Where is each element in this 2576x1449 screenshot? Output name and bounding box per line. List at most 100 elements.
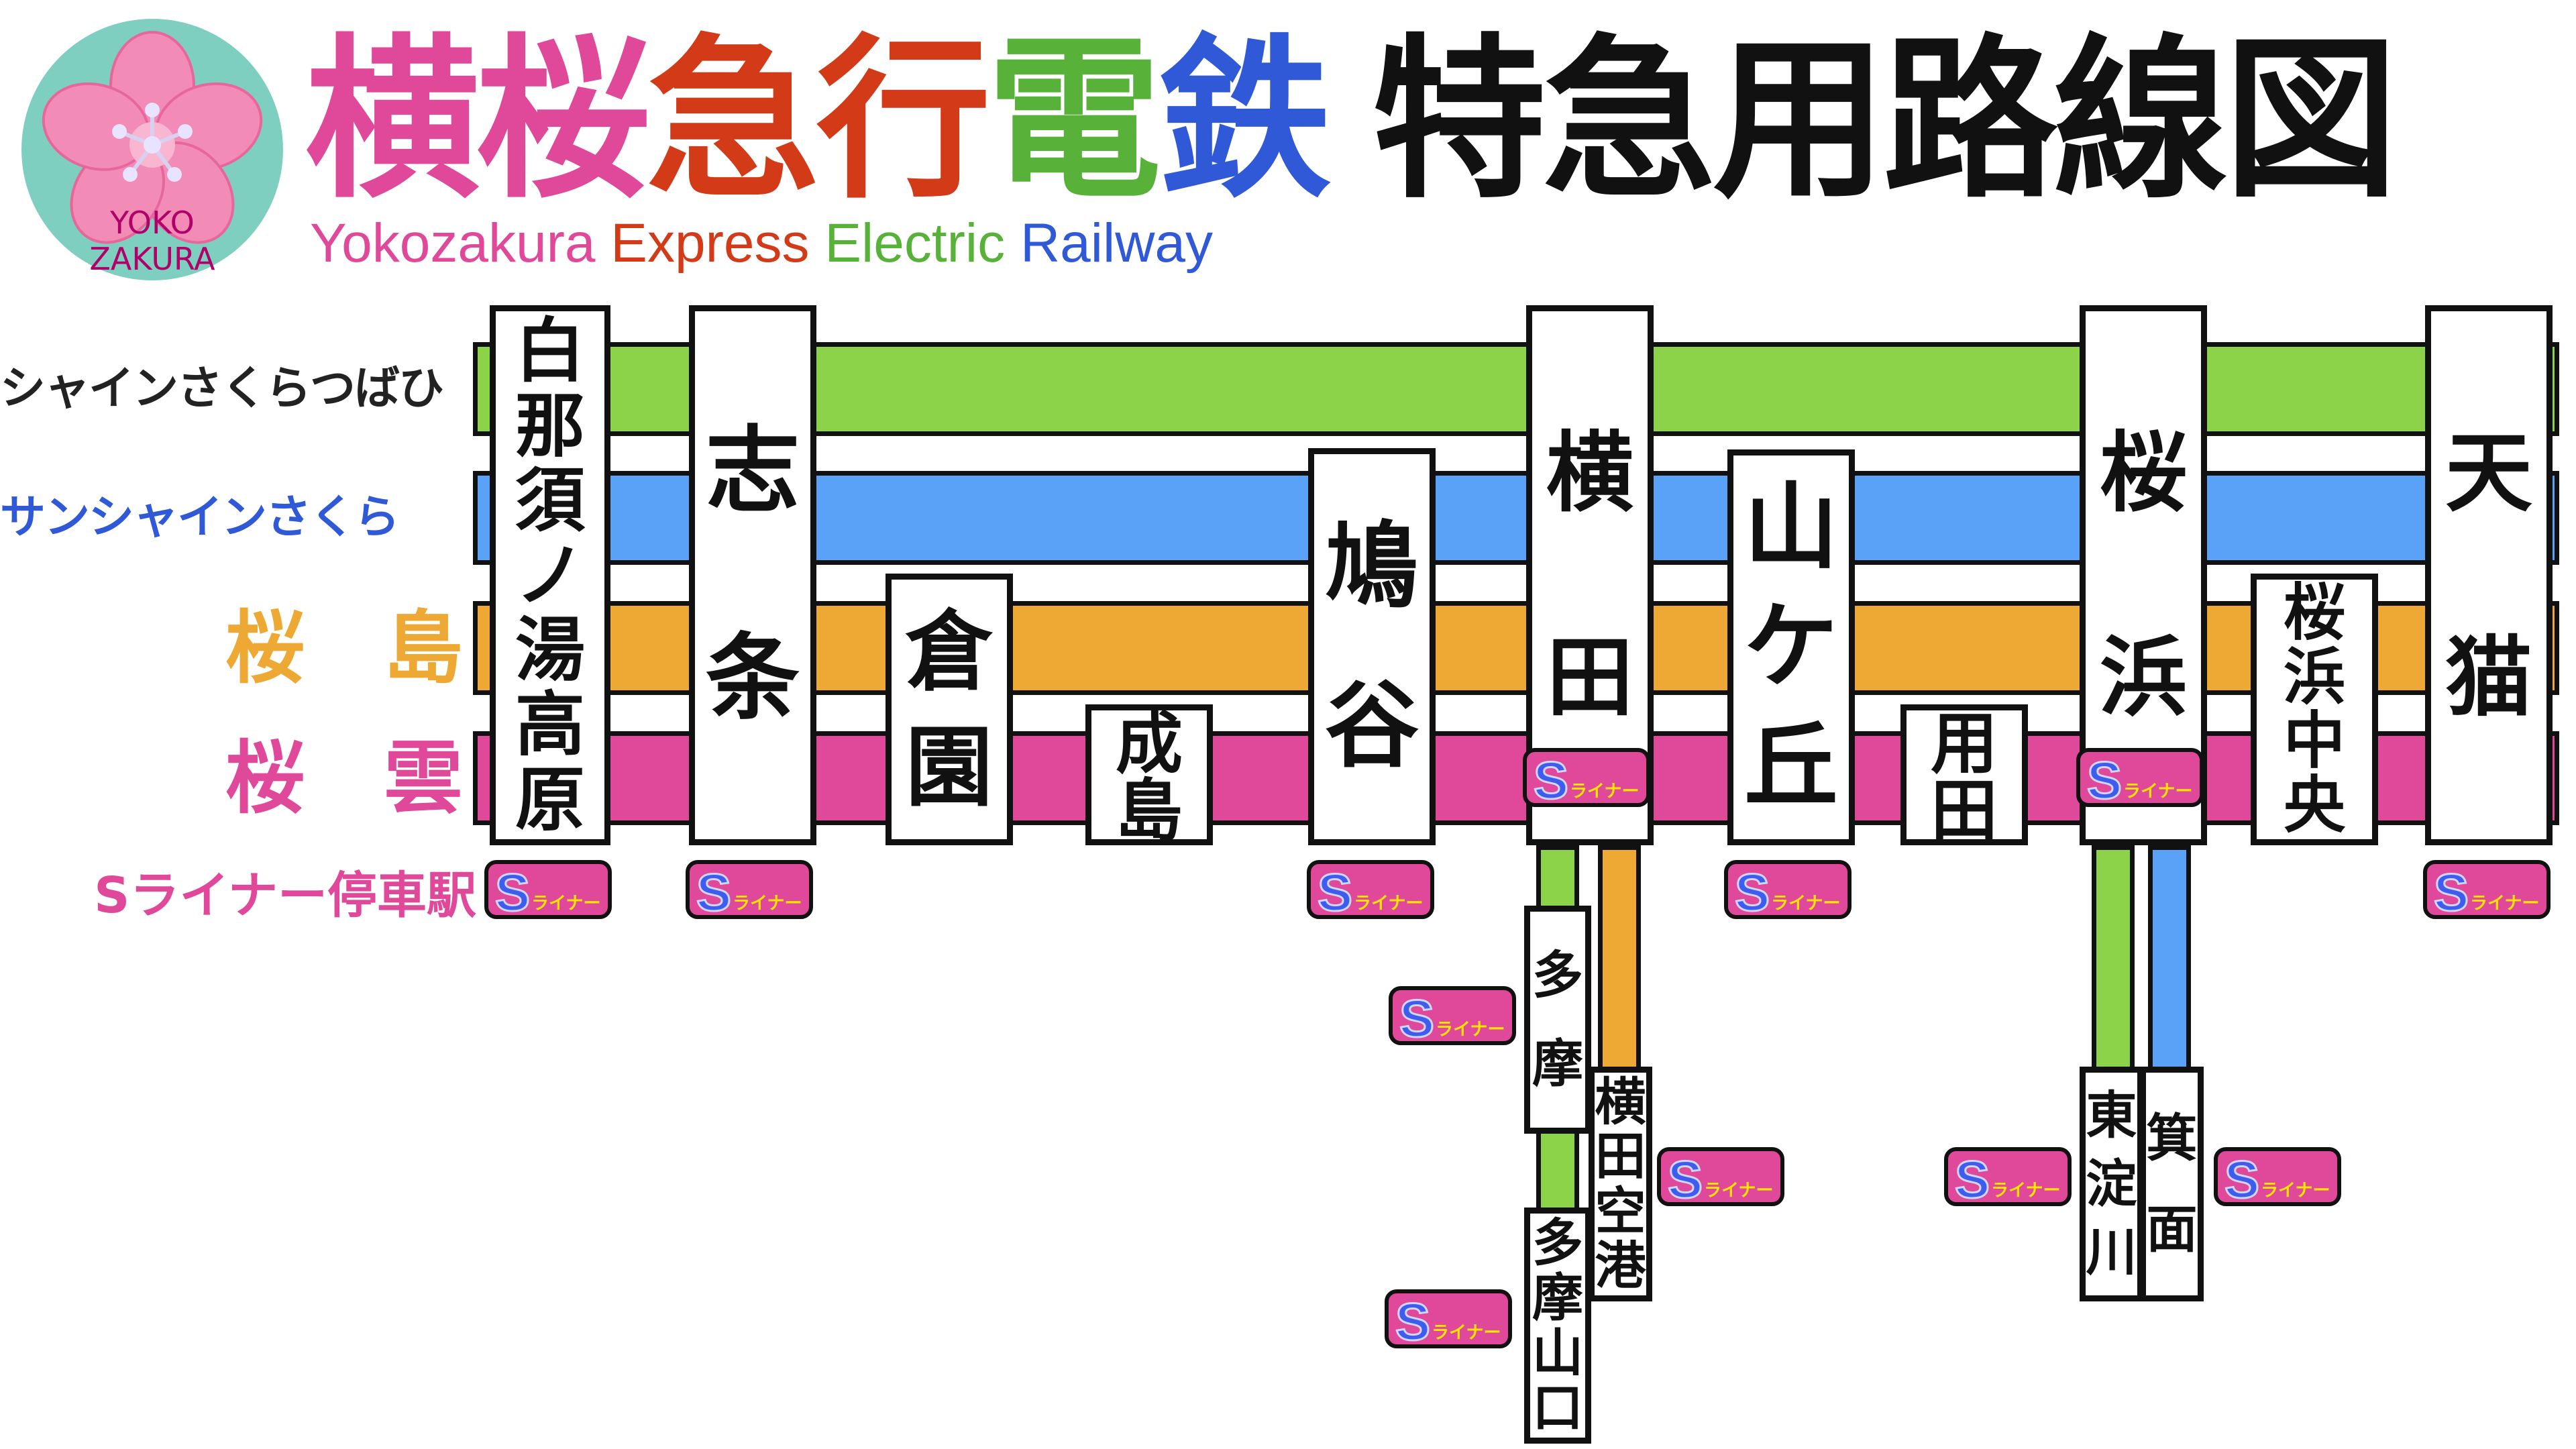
station-name-char: 面 [2146, 1199, 2198, 1259]
station-name-char: 天 [2445, 421, 2532, 524]
s-liner-badge-text: ライナー [1991, 1181, 2061, 1201]
station-name-char: 田 [1546, 627, 1633, 729]
station-tama: 多摩 [1524, 906, 1591, 1134]
s-liner-badge-text: ライナー [2470, 894, 2540, 914]
s-liner-badge-letter: S [1398, 989, 1435, 1045]
station-name-char: 那 [515, 384, 585, 467]
station-name-char: 湯 [515, 608, 585, 691]
station-tama-yamaguchi: 多摩山口 [1524, 1208, 1591, 1444]
company-name-char: 桜 [476, 19, 650, 222]
station-name-char: 須 [515, 460, 585, 542]
service-line-bar [473, 471, 2559, 565]
s-liner-badge-letter: S [1532, 751, 1569, 807]
s-liner-badge-text: ライナー [2261, 1181, 2330, 1201]
station-name-char: 山 [1532, 1323, 1583, 1383]
s-liner-badge-text: ライナー [1771, 894, 1841, 914]
company-name-english-word: Express [610, 213, 810, 274]
station-higashiyodogawa: 東淀川 [2080, 1067, 2143, 1301]
company-name-char: 横 [305, 19, 480, 222]
logo-text-line1: YOKO [109, 205, 195, 241]
s-liner-badge-text: ライナー [1436, 1020, 1505, 1040]
station-sakurahama: 桜浜 [2080, 305, 2207, 845]
station-shijo: 志条 [689, 305, 816, 845]
service-line-label: シャインさくらつばひ [0, 362, 444, 415]
company-name-char: 鉄 [1157, 19, 1332, 222]
company-name-char: 行 [816, 19, 991, 222]
station-name-char: 央 [2283, 769, 2345, 842]
s-liner-badge-letter: S [1666, 1150, 1703, 1206]
service-line-bar [473, 601, 2559, 695]
service-line-bar [473, 731, 2559, 825]
station-name-char: 淀 [2086, 1154, 2137, 1214]
s-liner-badge-letter: S [1953, 1150, 1990, 1206]
s-liner-badge-text: ライナー [531, 894, 601, 914]
station-name-char: 桜 [2283, 576, 2345, 649]
s-liner-badge-text: ライナー [1704, 1181, 1774, 1201]
station-name-char: ケ [1743, 592, 1838, 702]
station-name-char: 箕 [2146, 1108, 2198, 1168]
s-liner-badge-letter: S [2086, 751, 2123, 807]
station-hatoya: 鳩谷 [1308, 448, 1436, 845]
s-liner-badge-letter: S [695, 863, 732, 919]
station-name-char: 丘 [1743, 712, 1838, 821]
s-liner-badge-letter: S [1394, 1292, 1431, 1348]
s-liner-badge-letter: S [2223, 1150, 2260, 1206]
station-name-char: 用 [1931, 704, 1998, 783]
station-name-char: 谷 [1324, 672, 1419, 781]
s-liner-badge-text: ライナー [1354, 894, 1424, 914]
s-liner-badge-text: ライナー [1432, 1323, 1501, 1343]
s-liner-badge-letter: S [1733, 863, 1770, 919]
station-name-char: 山 [1743, 473, 1838, 582]
station-name-char: 田 [1595, 1126, 1646, 1187]
station-yamagaoka: 山ケ丘 [1727, 449, 1855, 845]
station-youda: 用田 [1900, 704, 2028, 845]
station-name-char: 条 [705, 624, 800, 733]
station-name-char: 島 [1116, 771, 1183, 850]
station-name-char: 桜 [2099, 421, 2187, 524]
station-name-char: 原 [515, 758, 585, 841]
service-line-label: サンシャインさくら [0, 491, 400, 544]
sakura-logo: YOKO ZAKURA [21, 19, 283, 280]
map-title: 特急用路線図 [1372, 19, 2398, 222]
station-name-char: 志 [705, 417, 800, 526]
station-name-char: 中 [2283, 705, 2345, 777]
s-liner-badge-text: ライナー [733, 894, 802, 914]
station-name-char: 摩 [1532, 1268, 1583, 1328]
station-name-char: 東 [2086, 1085, 2137, 1145]
company-name-char: 電 [987, 19, 1161, 222]
station-shiranasu: 白那須ノ湯高原 [490, 305, 610, 845]
company-name-english-word: Electric [824, 213, 1006, 274]
station-name-char: 浜 [2099, 627, 2187, 729]
station-name-char: ノ [515, 534, 585, 616]
s-liner-legend-label: Sライナー停車駅 [94, 867, 476, 924]
station-name-char: 鳩 [1324, 512, 1419, 621]
company-name-english: Yokozakura Express Electric Railway [310, 207, 1213, 280]
s-liner-badge-letter: S [1316, 863, 1353, 919]
station-sakurahama-chuo: 桜浜中央 [2251, 574, 2378, 845]
s-liner-badge-text: ライナー [2123, 782, 2193, 802]
logo-text-line2: ZAKURA [89, 241, 215, 277]
station-name-char: 多 [1532, 1213, 1583, 1273]
station-name-char: 園 [905, 716, 993, 818]
s-liner-badge-text: ライナー [1570, 782, 1640, 802]
company-name-english-word: Railway [1020, 213, 1214, 274]
station-name-char: 高 [515, 684, 585, 766]
station-name-char: 横 [1546, 421, 1633, 524]
service-line-label: 桜 雲 [225, 732, 463, 824]
s-liner-badge-letter: S [2432, 863, 2469, 919]
company-name-char: 急 [646, 19, 820, 222]
station-name-char: 港 [1595, 1236, 1646, 1296]
station-name-char: 浜 [2283, 641, 2345, 713]
station-name-char: 摩 [1532, 1034, 1583, 1094]
